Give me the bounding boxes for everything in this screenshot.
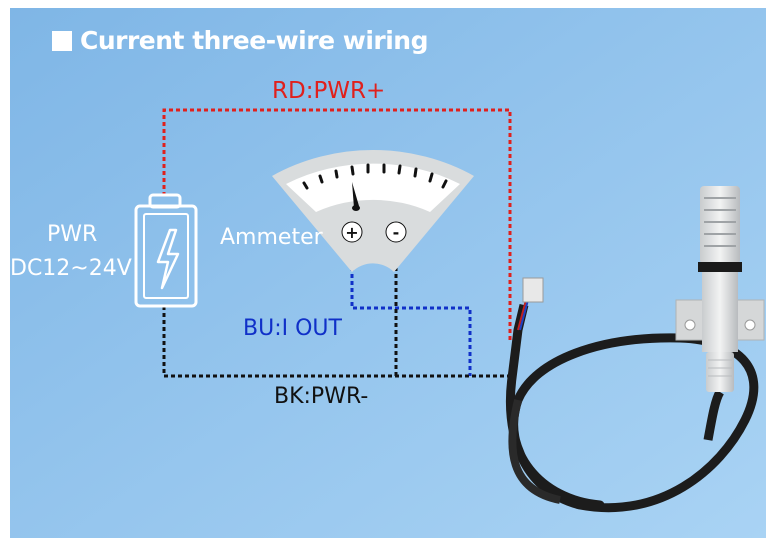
power-voltage-label: DC12~24V — [10, 256, 132, 281]
ammeter-label: Ammeter — [220, 225, 323, 250]
black-wire-label: BK:PWR- — [274, 384, 369, 409]
page-title: Current three-wire wiring — [52, 26, 429, 55]
bullet-square-icon — [52, 31, 72, 51]
power-label: PWR — [47, 222, 98, 247]
ammeter-gauge — [272, 149, 474, 272]
ammeter-plus-sign: + — [345, 223, 358, 242]
blue-wire-label: BU:I OUT — [243, 316, 342, 341]
sensor-probe-image — [505, 186, 765, 513]
ammeter-plus-terminal — [341, 221, 363, 243]
red-wire-label: RD:PWR+ — [272, 78, 386, 104]
battery-icon — [134, 193, 198, 308]
ammeter-minus-terminal — [385, 221, 407, 243]
page-title-text: Current three-wire wiring — [80, 26, 429, 55]
ammeter-minus-sign: - — [393, 223, 400, 242]
red-wire — [162, 108, 512, 340]
